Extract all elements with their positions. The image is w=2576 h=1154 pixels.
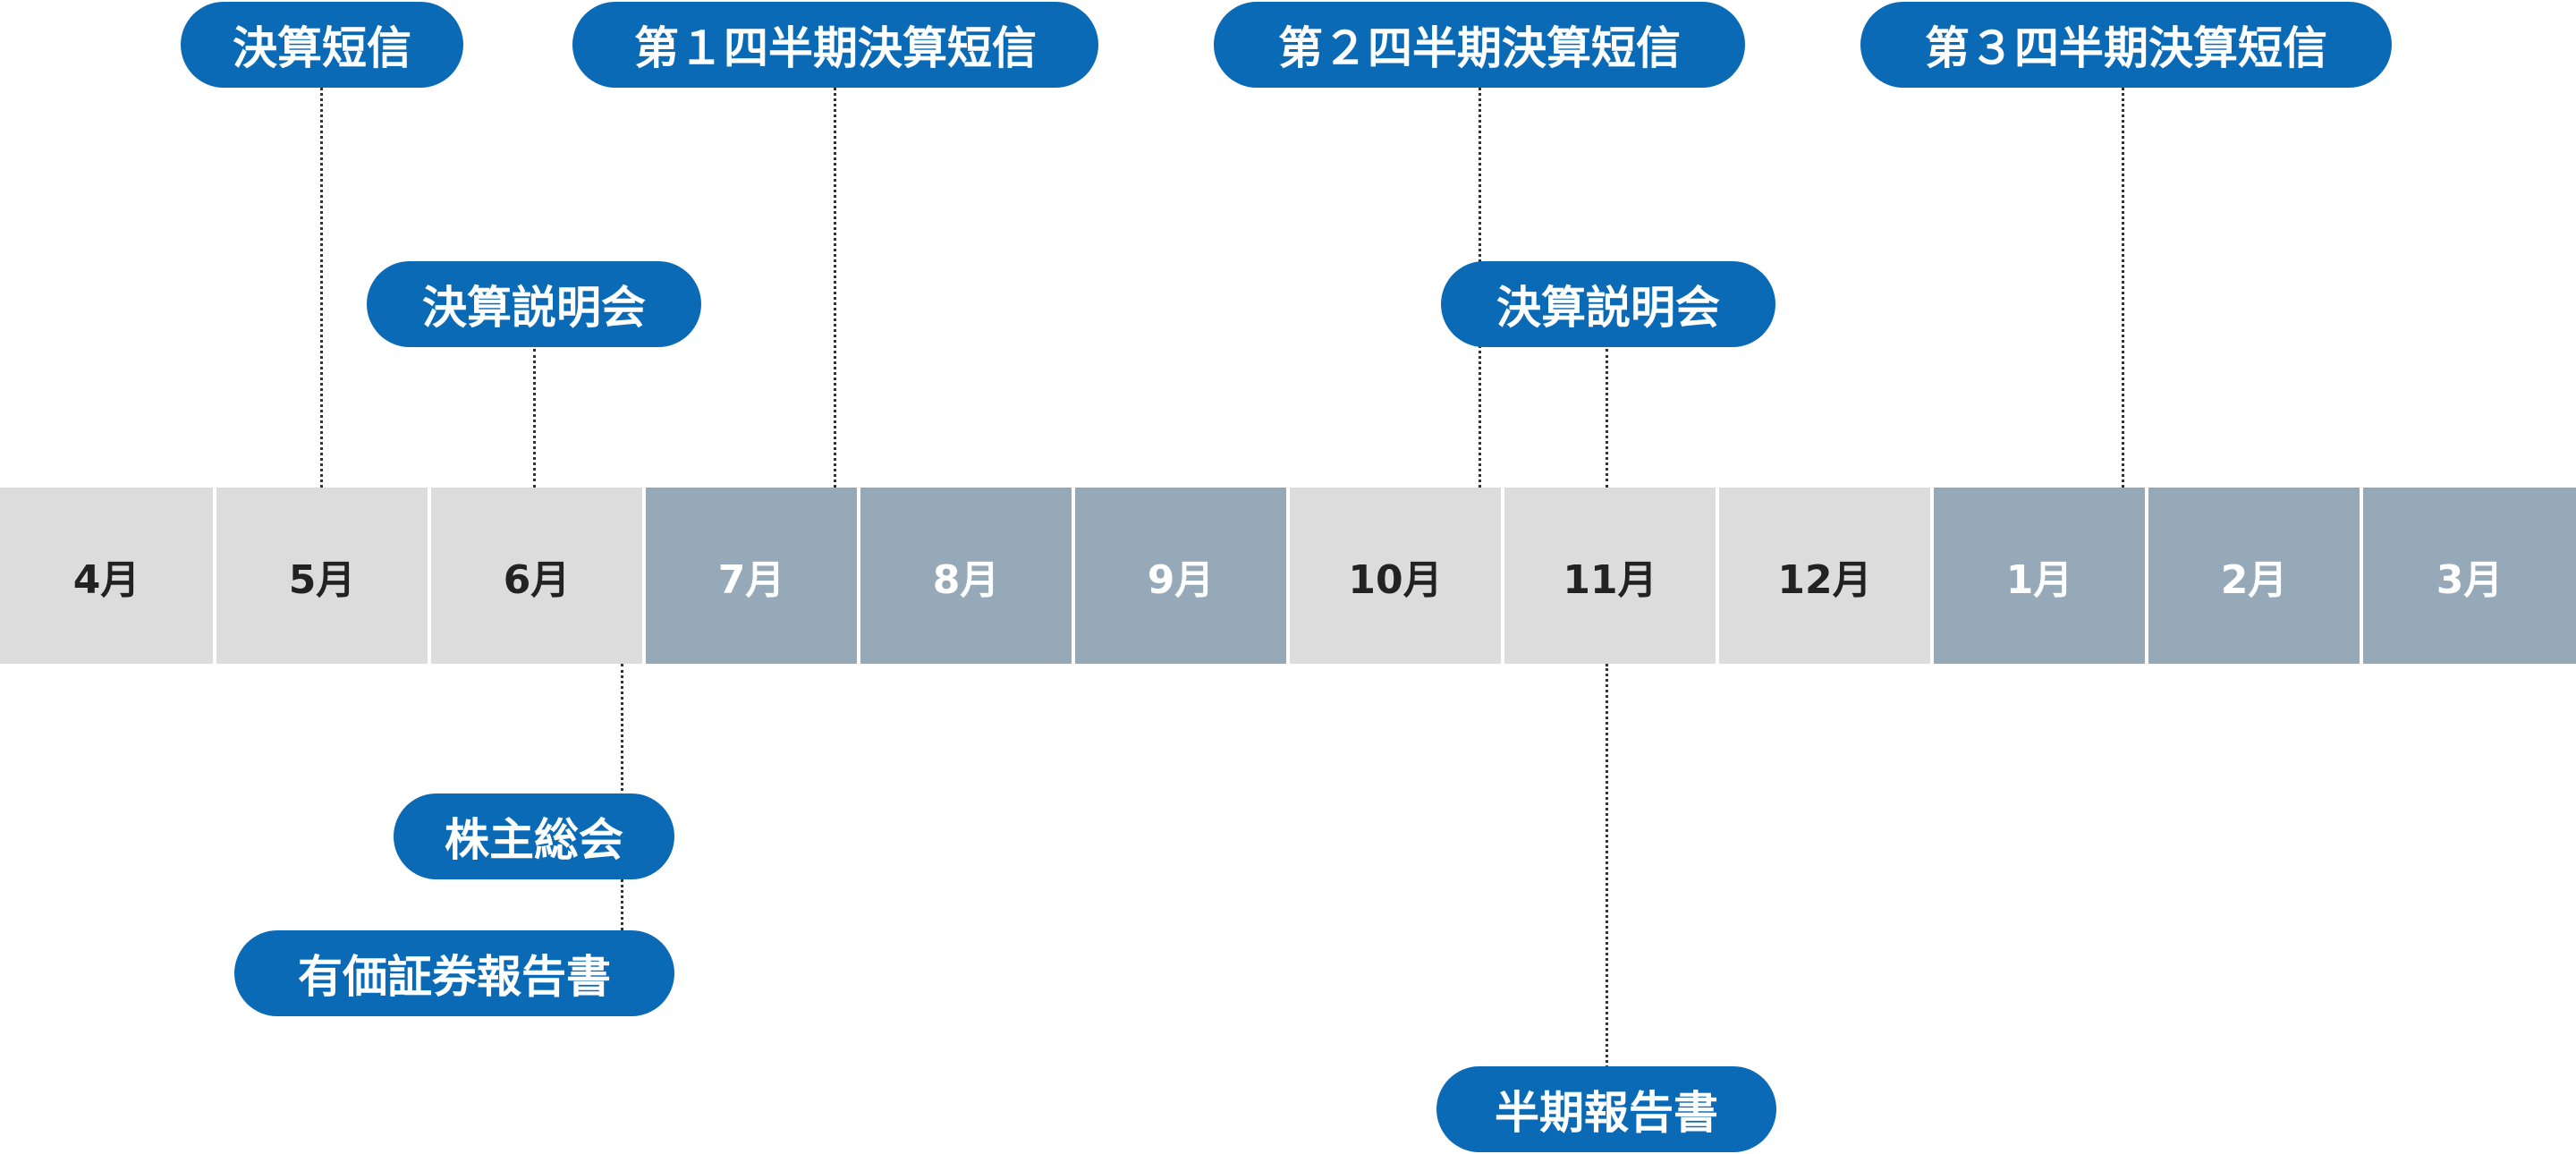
- month-cell-dec: 12月: [1719, 488, 1930, 664]
- month-label: 1月: [2005, 556, 2073, 603]
- connector-briefing-november: [1606, 349, 1608, 488]
- month-cell-nov: 11月: [1504, 488, 1716, 664]
- connector-semiannual-report: [1606, 664, 1608, 1068]
- month-label: 7月: [717, 556, 785, 603]
- event-securities-report: 有価証券報告書: [234, 930, 674, 1016]
- event-semiannual-report: 半期報告書: [1436, 1066, 1776, 1152]
- connector-briefing-june: [533, 349, 536, 488]
- month-cell-may: 5月: [216, 488, 428, 664]
- month-label: 3月: [2436, 556, 2504, 603]
- month-label: 10月: [1348, 556, 1443, 603]
- month-cell-aug: 8月: [860, 488, 1072, 664]
- month-cell-oct: 10月: [1290, 488, 1501, 664]
- month-cell-jul: 7月: [646, 488, 857, 664]
- month-cell-mar: 3月: [2363, 488, 2576, 664]
- month-label: 8月: [932, 556, 1000, 603]
- event-briefing-june: 決算説明会: [367, 261, 701, 347]
- event-general-shareholders-meeting: 株主総会: [394, 793, 674, 879]
- month-label: 5月: [288, 556, 356, 603]
- month-label: 2月: [2220, 556, 2288, 603]
- connector-kessan-tanshin: [320, 88, 323, 488]
- month-cell-jan: 1月: [1934, 488, 2145, 664]
- connector-q1-tanshin: [834, 88, 836, 488]
- month-label: 11月: [1563, 556, 1657, 603]
- month-cell-apr: 4月: [0, 488, 213, 664]
- event-q1-kessan-tanshin: 第１四半期決算短信: [572, 2, 1098, 88]
- event-briefing-november: 決算説明会: [1441, 261, 1775, 347]
- month-label: 4月: [72, 556, 140, 603]
- month-label: 6月: [503, 556, 571, 603]
- month-cell-sep: 9月: [1075, 488, 1286, 664]
- month-cell-jun: 6月: [431, 488, 642, 664]
- month-label: 12月: [1777, 556, 1872, 603]
- month-cell-feb: 2月: [2148, 488, 2360, 664]
- event-q2-kessan-tanshin: 第２四半期決算短信: [1214, 2, 1745, 88]
- event-q3-kessan-tanshin: 第３四半期決算短信: [1860, 2, 2392, 88]
- event-kessan-tanshin: 決算短信: [181, 2, 463, 88]
- connector-q3-tanshin: [2122, 88, 2124, 488]
- month-label: 9月: [1147, 556, 1215, 603]
